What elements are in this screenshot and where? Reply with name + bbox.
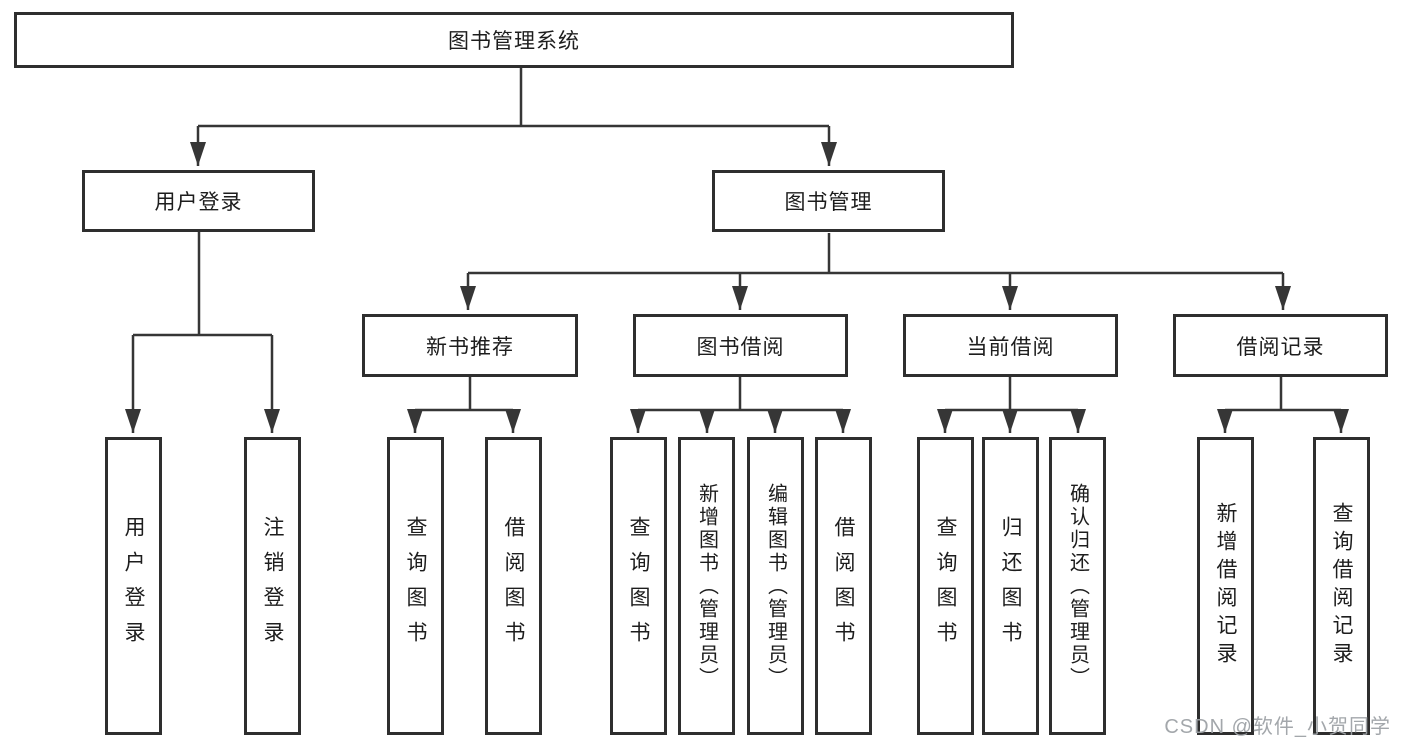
leaf-edit-books-admin: 编辑图书（管理员） (747, 437, 804, 735)
node-book-borrowing: 图书借阅 (633, 314, 848, 377)
node-current-borrowing: 当前借阅 (903, 314, 1118, 377)
leaf-query-books-current: 查询图书 (917, 437, 974, 735)
leaf-query-books-recommend: 查询图书 (387, 437, 444, 735)
leaf-return-books: 归还图书 (982, 437, 1039, 735)
node-new-book-recommend: 新书推荐 (362, 314, 578, 377)
node-user-login: 用户登录 (82, 170, 315, 232)
node-root-library-management-system: 图书管理系统 (14, 12, 1014, 68)
leaf-user-login: 用户登录 (105, 437, 162, 735)
leaf-add-borrow-record: 新增借阅记录 (1197, 437, 1254, 735)
node-book-management: 图书管理 (712, 170, 945, 232)
leaf-query-borrow-record: 查询借阅记录 (1313, 437, 1370, 735)
node-borrowing-records: 借阅记录 (1173, 314, 1388, 377)
leaf-logout: 注销登录 (244, 437, 301, 735)
csdn-watermark: CSDN @软件_小贺同学 (1164, 716, 1391, 738)
leaf-borrow-books: 借阅图书 (815, 437, 872, 735)
leaf-borrow-books-recommend: 借阅图书 (485, 437, 542, 735)
leaf-query-books-borrowing: 查询图书 (610, 437, 667, 735)
leaf-confirm-return-admin: 确认归还（管理员） (1049, 437, 1106, 735)
leaf-add-books-admin: 新增图书（管理员） (678, 437, 735, 735)
